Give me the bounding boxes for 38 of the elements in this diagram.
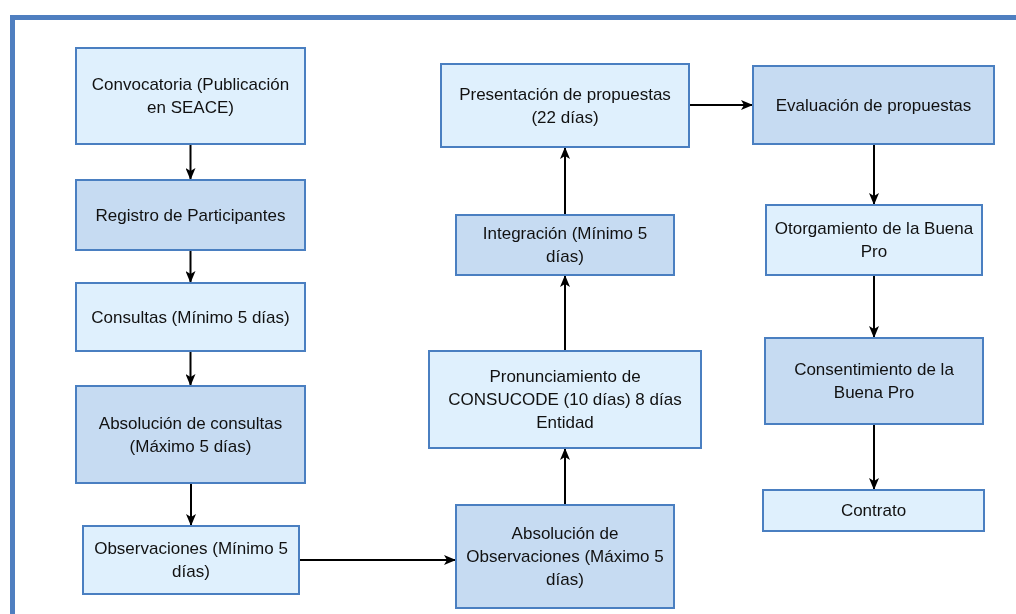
arrow: [186, 483, 196, 526]
box-label: Observaciones (Mínimo 5 días): [93, 538, 289, 583]
process-box: [752, 65, 995, 145]
box-label: Otorgamiento de la Buena Pro: [773, 218, 975, 263]
box-label: Pronunciamiento de CONSUCODE (10 días) 8 días Entidad: [447, 366, 683, 434]
process-box: [75, 47, 306, 145]
box-label: Convocatoria (Publicación en SEACE): [90, 74, 291, 119]
box-label: Consentimiento de la Buena Pro: [793, 359, 955, 404]
arrow: [869, 144, 879, 205]
box-label: Evaluación de propuestas: [774, 94, 973, 117]
process-box: [762, 489, 985, 532]
process-box: [440, 63, 690, 148]
box-label: Absolución de Observaciones (Máximo 5 días): [465, 523, 665, 591]
process-box: [75, 385, 306, 484]
box-label: Registro de Participantes: [94, 204, 287, 227]
box-label: Contrato: [839, 500, 908, 522]
arrow: [869, 275, 879, 338]
arrow: [869, 424, 879, 490]
arrow: [185, 250, 196, 283]
box-label: Consultas (Mínimo 5 días): [90, 306, 291, 329]
process-box: [428, 350, 702, 449]
arrow: [560, 275, 570, 351]
process-box: [75, 179, 306, 251]
process-box: [765, 204, 983, 276]
arrow: [185, 351, 196, 386]
arrow: [299, 555, 456, 565]
arrow: [560, 448, 570, 505]
process-box: [75, 282, 306, 352]
arrow: [185, 144, 196, 180]
process-box: [82, 525, 300, 595]
process-box: [455, 504, 675, 609]
box-label: Presentación de propuestas (22 días): [458, 83, 672, 129]
box-label: Absolución de consultas (Máximo 5 días): [97, 412, 284, 458]
box-label: Integración (Mínimo 5 días): [481, 223, 649, 268]
process-box: [764, 337, 984, 425]
process-box: [455, 214, 675, 276]
arrow: [689, 100, 753, 110]
arrow: [560, 147, 570, 215]
